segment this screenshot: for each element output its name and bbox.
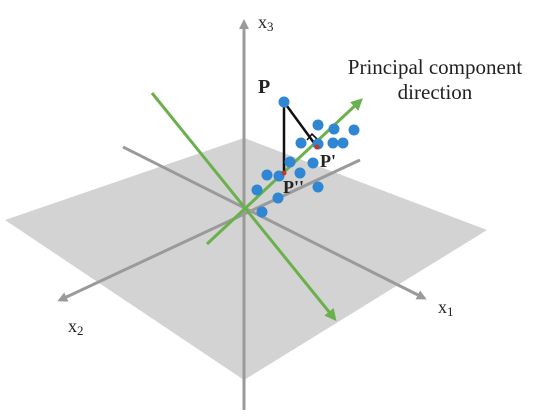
data-point bbox=[261, 169, 273, 181]
x1-label: x1 bbox=[438, 297, 454, 319]
x3-label-main: x bbox=[258, 12, 267, 32]
data-point bbox=[327, 137, 339, 149]
label-p: P bbox=[258, 76, 270, 98]
data-point bbox=[278, 96, 290, 108]
x3-label-sub: 3 bbox=[267, 19, 274, 34]
x1-axis bbox=[122, 145, 427, 300]
data-point bbox=[337, 137, 349, 149]
data-point bbox=[294, 167, 306, 179]
second-component-line bbox=[150, 92, 337, 322]
data-point bbox=[251, 184, 263, 196]
x2-label-sub: 2 bbox=[77, 323, 84, 338]
x3-label: x3 bbox=[258, 12, 274, 34]
data-point bbox=[295, 137, 307, 149]
caption-line-1: Principal component bbox=[348, 55, 523, 79]
x1-label-main: x bbox=[438, 297, 447, 317]
data-point bbox=[284, 156, 296, 168]
data-point bbox=[328, 123, 340, 135]
label-p-prime: P' bbox=[320, 151, 336, 171]
label-p-double-prime: P'' bbox=[283, 177, 304, 197]
data-point bbox=[312, 119, 324, 131]
data-point bbox=[307, 157, 319, 169]
x1-label-sub: 1 bbox=[447, 304, 454, 319]
data-point bbox=[272, 192, 284, 204]
caption-line-2: direction bbox=[398, 80, 473, 104]
projection-marker-pdoubleprime bbox=[281, 170, 287, 176]
projection-plane bbox=[5, 138, 487, 380]
projection-line-p-to-pprime bbox=[282, 101, 319, 148]
x2-label-main: x bbox=[68, 316, 77, 336]
data-point bbox=[348, 124, 360, 136]
data-point bbox=[256, 206, 268, 218]
x2-axis bbox=[57, 158, 361, 302]
x2-label: x2 bbox=[68, 316, 84, 338]
data-point bbox=[312, 181, 324, 193]
projection-marker-pprime bbox=[314, 144, 320, 150]
